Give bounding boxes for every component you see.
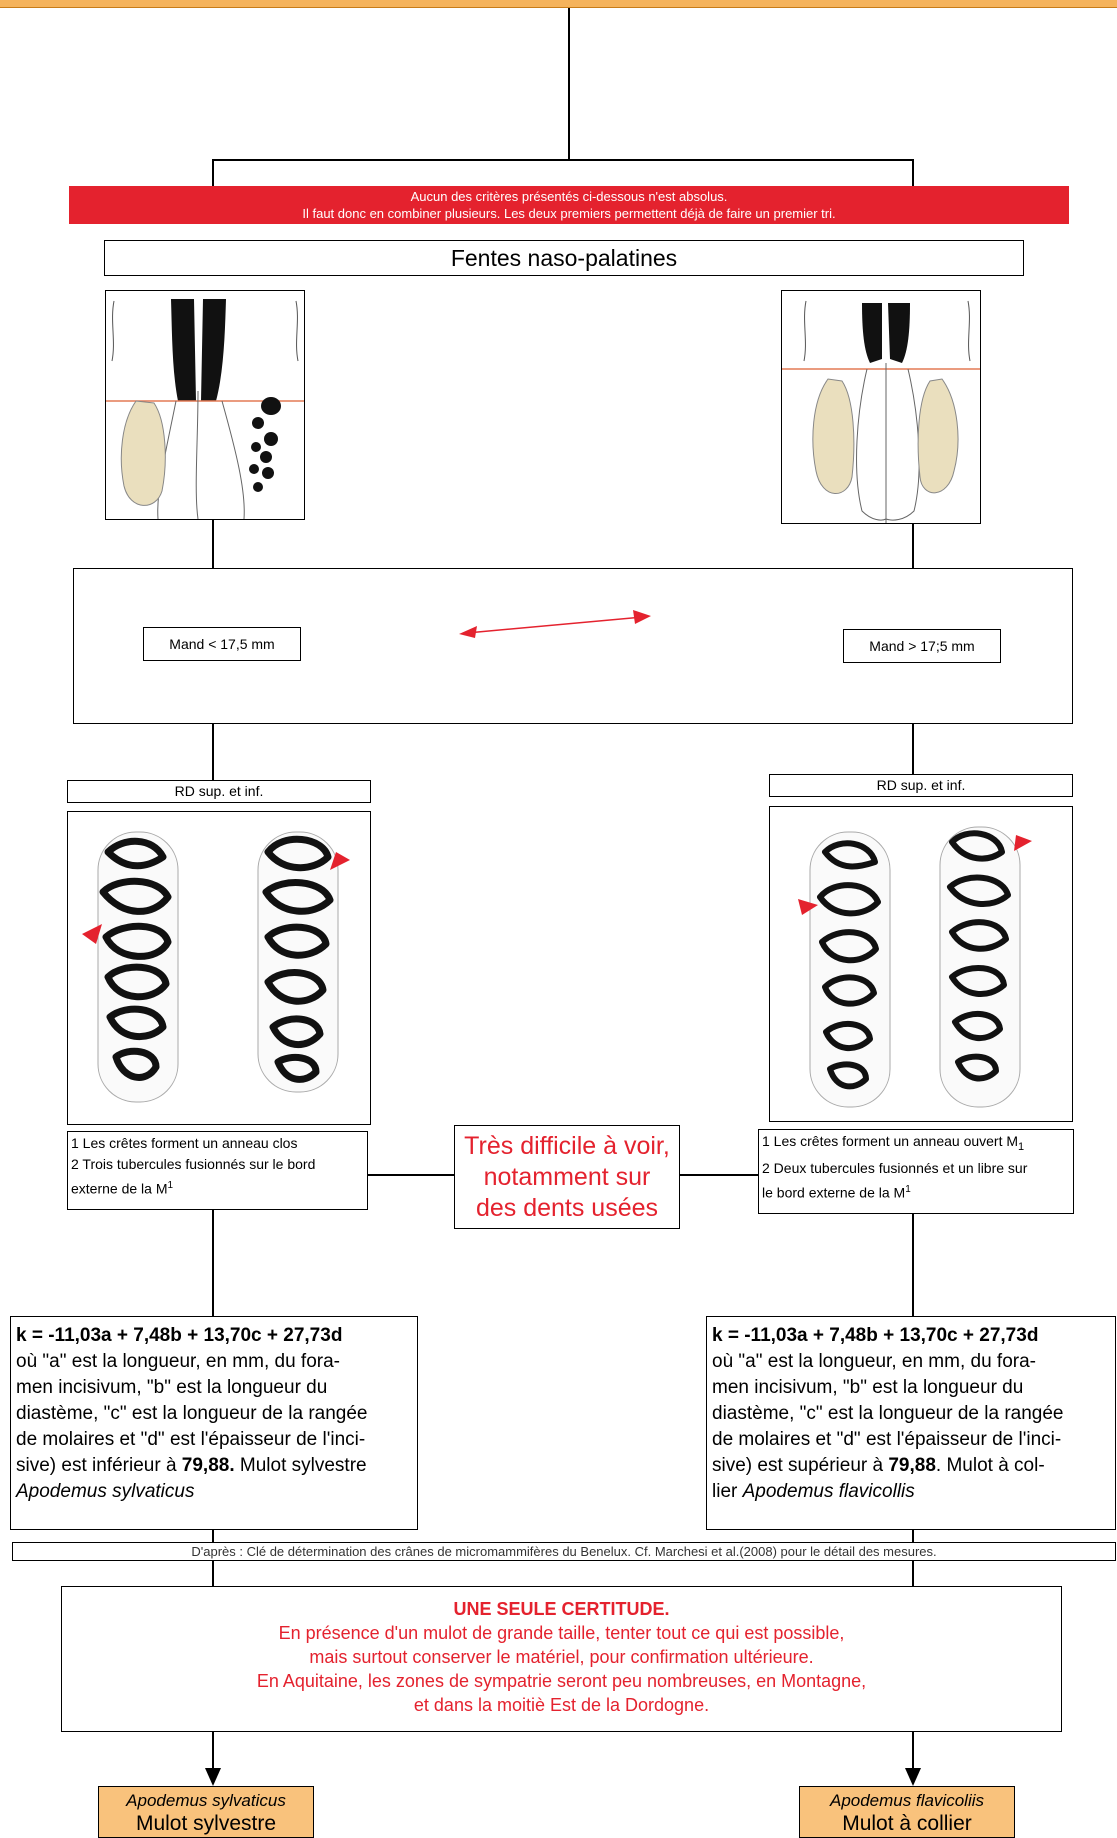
connector-top-trunk <box>568 8 570 160</box>
molar-drawing-left <box>82 831 350 1103</box>
connector-left-source-to-certainty <box>212 1560 214 1586</box>
arrowhead-right-leaf <box>905 1768 921 1786</box>
criteria-left-line-2: 2 Trois tubercules fusionnés sur le bord <box>71 1156 316 1172</box>
connector-left-box-to-rd <box>212 722 214 780</box>
formula-left-line-6: sive) est inférieur à 79,88. Mulot sylve… <box>16 1455 367 1476</box>
connector-top-right-drop <box>912 159 914 187</box>
warning-line-2: Il faut donc en combiner plusieurs. Les … <box>302 206 836 221</box>
molar-drawing-right <box>798 826 1032 1108</box>
formula-right-line-2: où "a" est la longueur, en mm, du fora- <box>712 1351 1037 1372</box>
formula-right-line-4: diastème, "c" est la longueur de la rang… <box>712 1403 1064 1424</box>
palate-image-right <box>781 290 981 524</box>
criteria-right-line-3: le bord externe de la M1 <box>762 1183 911 1201</box>
certainty-heading: UNE SEULE CERTITUDE. <box>453 1599 670 1619</box>
mandible-small-label: Mand < 17,5 mm <box>143 627 301 661</box>
connector-left-criteria-to-formula <box>212 1210 214 1316</box>
connector-right-source-to-certainty <box>912 1560 914 1586</box>
palate-drawing-right <box>782 300 980 523</box>
certainty-line-3: En Aquitaine, les zones de sympatrie ser… <box>256 1671 867 1691</box>
connector-left-certainty-to-leaf <box>212 1730 214 1772</box>
connector-left-image-to-box <box>212 520 214 568</box>
connector-top-branch <box>212 159 914 161</box>
difficulty-note-line-1: Très difficile à voir, <box>464 1132 670 1160</box>
mandible-large-label: Mand > 17;5 mm <box>843 629 1001 663</box>
rd-label-left: RD sup. et inf. <box>67 780 371 803</box>
formula-right-line-7: lier Apodemus flavicollis <box>712 1481 915 1502</box>
connector-top-left-drop <box>212 159 214 187</box>
criteria-right-line-2: 2 Deux tubercules fusionnés et un libre … <box>762 1159 1028 1176</box>
criteria-left-line-3: externe de la M1 <box>71 1180 174 1197</box>
source-citation: D'après : Clé de détermination des crâne… <box>12 1542 1116 1561</box>
top-border-bar <box>0 0 1117 8</box>
formula-right: k = -11,03a + 7,48b + 13,70c + 27,73d où… <box>706 1316 1116 1530</box>
result-leaf-right: Apodemus flavicoliis Mulot à collier <box>799 1786 1015 1838</box>
result-leaf-left: Apodemus sylvaticus Mulot sylvestre <box>98 1786 314 1838</box>
connector-right-formula-to-source <box>912 1530 914 1542</box>
formula-left-line-2: où "a" est la longueur, en mm, du fora- <box>16 1351 341 1372</box>
connector-right-certainty-to-leaf <box>912 1730 914 1772</box>
arrowhead-left-leaf <box>205 1768 221 1786</box>
connector-right-image-to-box <box>912 524 914 568</box>
difficulty-note-line-3: des dents usées <box>475 1194 659 1222</box>
criteria-right-line-1: 1 Les crêtes forment un anneau ouvert M1 <box>762 1133 1025 1153</box>
connector-right-criteria-to-formula <box>912 1214 914 1316</box>
formula-left-line-5: de molaires et "d" est l'épaisseur de l'… <box>16 1429 366 1450</box>
result-leaf-right-common: Mulot à collier <box>842 1812 972 1835</box>
formula-right-line-3: men incisivum, "b" est la longueur du <box>712 1377 1024 1398</box>
certainty-line-4: et dans la moitiè Est de la Dordogne. <box>413 1695 710 1715</box>
formula-right-line-6: sive) est supérieur à 79,88. Mulot à col… <box>712 1455 1045 1476</box>
formula-left-species: Apodemus sylvaticus <box>16 1481 195 1502</box>
rd-label-right: RD sup. et inf. <box>769 774 1073 797</box>
formula-left-equation: k = -11,03a + 7,48b + 13,70c + 27,73d <box>16 1325 343 1346</box>
formula-left-line-3: men incisivum, "b" est la longueur du <box>16 1377 328 1398</box>
warning-line-1: Aucun des critères présentés ci-dessous … <box>410 189 728 204</box>
section-title: Fentes naso-palatines <box>104 240 1024 276</box>
result-leaf-right-latin: Apodemus flavicoliis <box>829 1791 984 1810</box>
connector-left-note <box>368 1174 454 1176</box>
formula-left: k = -11,03a + 7,48b + 13,70c + 27,73d où… <box>10 1316 418 1530</box>
difficulty-note-line-2: notamment sur <box>483 1163 651 1191</box>
result-leaf-left-common: Mulot sylvestre <box>135 1812 277 1835</box>
criteria-left-line-1: 1 Les crêtes forment un anneau clos <box>71 1135 298 1151</box>
formula-right-line-5: de molaires et "d" est l'épaisseur de l'… <box>712 1429 1062 1450</box>
molar-image-right <box>769 806 1073 1122</box>
palate-image-left <box>105 290 305 520</box>
difficulty-note: Très difficile à voir, notamment sur des… <box>454 1125 680 1229</box>
result-leaf-left-latin: Apodemus sylvaticus <box>126 1791 286 1810</box>
certainty-box: UNE SEULE CERTITUDE. En présence d'un mu… <box>61 1586 1062 1732</box>
warning-banner: Aucun des critères présentés ci-dessous … <box>69 186 1069 224</box>
connector-left-formula-to-source <box>212 1530 214 1542</box>
molar-image-left <box>67 811 371 1125</box>
connector-right-box-to-rd <box>912 722 914 774</box>
criteria-right: 1 Les crêtes forment un anneau ouvert M1… <box>758 1129 1074 1214</box>
criteria-left: 1 Les crêtes forment un anneau clos 2 Tr… <box>67 1131 368 1210</box>
formula-left-line-4: diastème, "c" est la longueur de la rang… <box>16 1403 368 1424</box>
formula-right-equation: k = -11,03a + 7,48b + 13,70c + 27,73d <box>712 1325 1039 1346</box>
connector-right-note <box>680 1174 758 1176</box>
palate-drawing-left <box>106 299 304 519</box>
certainty-line-1: En présence d'un mulot de grande taille,… <box>278 1623 845 1643</box>
certainty-line-2: mais surtout conserver le matériel, pour… <box>309 1647 814 1667</box>
double-arrow-icon <box>459 610 651 638</box>
